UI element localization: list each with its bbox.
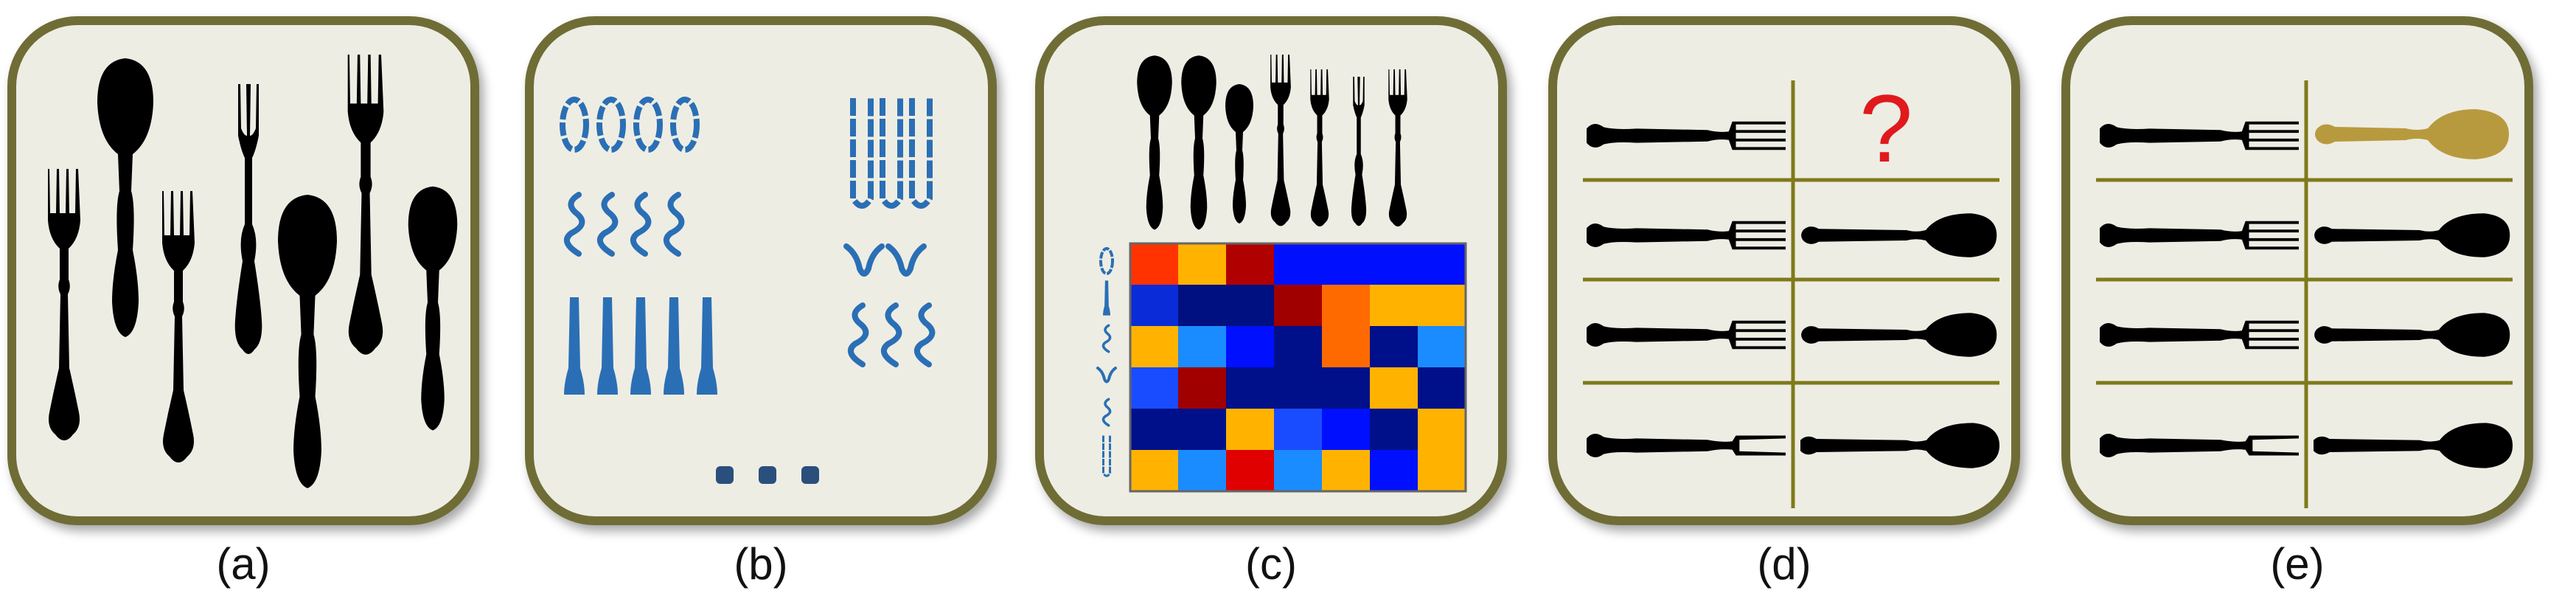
caption-a: (a) — [216, 539, 271, 589]
heatmap-cell — [1178, 409, 1227, 451]
panel-d: ? — [1548, 16, 2020, 525]
caption-c: (c) — [1245, 539, 1297, 589]
spoon-silhouette — [2314, 313, 2510, 357]
carving-fork-silhouette — [234, 84, 262, 354]
ellipsis-dots — [716, 466, 819, 484]
panel-a — [7, 16, 479, 525]
fork-silhouette — [2100, 221, 2299, 250]
heatmap-cell — [1418, 243, 1466, 285]
carving-fork-silhouette — [2100, 434, 2299, 457]
analogy-grid — [1583, 80, 1999, 508]
heatmap-cell — [1418, 450, 1466, 492]
heatmap-cell — [1178, 243, 1227, 285]
heatmap-cell — [1370, 367, 1418, 409]
heatmap-cell — [1322, 243, 1371, 285]
heatmap-cell — [1274, 285, 1323, 327]
heatmap-cell — [1418, 367, 1466, 409]
spoon-silhouette — [97, 58, 153, 337]
spoon-silhouette — [1801, 313, 1997, 357]
heatmap-cell — [1322, 326, 1371, 368]
heatmap-cell — [1418, 285, 1466, 327]
fork-silhouette — [1587, 121, 1786, 150]
heatmap-cell — [1130, 326, 1179, 368]
heatmap-cell — [1130, 409, 1179, 451]
heatmap-cell — [1370, 326, 1418, 368]
fork-silhouette — [48, 169, 80, 440]
cutlery-row — [1137, 55, 1407, 230]
panel-c — [1035, 16, 1507, 525]
panel-e — [2061, 16, 2533, 525]
spoon-silhouette — [1800, 423, 1999, 468]
spoon-silhouette — [278, 195, 337, 488]
heatmap-cell — [1226, 285, 1275, 327]
squiggle-parts — [567, 195, 681, 254]
heatmap-cell — [1226, 367, 1275, 409]
heatmap-cell — [1178, 367, 1227, 409]
cutlery-row-and-heatmap — [1096, 55, 1467, 493]
ring-parts — [563, 100, 697, 150]
heatmap-cell — [1130, 285, 1179, 327]
heatmap — [1130, 243, 1466, 492]
part-legend — [1096, 247, 1117, 478]
v-parts — [846, 246, 924, 274]
grid-lines — [2096, 80, 2513, 508]
fork-silhouette — [1587, 320, 1786, 350]
heatmap-cell — [1274, 450, 1323, 492]
heatmap-cell — [1130, 367, 1179, 409]
heatmap-cell — [1226, 409, 1275, 451]
heatmap-cell — [1130, 450, 1179, 492]
heatmap-cell — [1274, 367, 1323, 409]
spoon-silhouette — [2314, 423, 2513, 468]
blue-parts — [534, 25, 988, 395]
heatmap-cell — [1322, 450, 1371, 492]
heatmap-cell — [1130, 243, 1179, 285]
heatmap-cell — [1274, 243, 1323, 285]
heatmap-cell — [1322, 367, 1371, 409]
panel-b — [525, 16, 997, 525]
fork-silhouette — [1587, 221, 1786, 250]
wave-parts — [851, 305, 932, 364]
grid-lines — [1583, 80, 1999, 508]
heatmap-cell — [1418, 326, 1466, 368]
carving-fork-silhouette — [1587, 434, 1786, 457]
heatmap-cell — [1178, 285, 1227, 327]
fork-silhouette — [162, 191, 195, 462]
fork-silhouette — [2100, 320, 2299, 350]
heatmap-frame — [1129, 242, 1467, 493]
spoon-silhouette — [2314, 213, 2510, 257]
heatmap-cell — [1370, 450, 1418, 492]
heatmap-cell — [1370, 285, 1418, 327]
cutlery-silhouettes — [48, 55, 458, 488]
heatmap-cell — [1322, 409, 1371, 451]
heatmap-cell — [1274, 409, 1323, 451]
analogy-grid-solved — [2096, 80, 2513, 508]
caption-e: (e) — [2270, 539, 2325, 589]
fork-silhouette — [2100, 121, 2299, 150]
heatmap-cell — [1178, 326, 1227, 368]
uloop-parts — [853, 98, 930, 206]
spoon-silhouette — [1801, 213, 1997, 257]
heatmap-cell — [1226, 243, 1275, 285]
heatmap-cell — [1226, 450, 1275, 492]
spoon-silhouette — [408, 186, 458, 431]
question-mark: ? — [1859, 74, 1913, 182]
heatmap-cell — [1370, 243, 1418, 285]
heatmap-cell — [1418, 409, 1466, 451]
heatmap-cell — [1322, 285, 1371, 327]
heatmap-cell — [1226, 326, 1275, 368]
fork-silhouette — [347, 55, 384, 355]
heatmap-cell — [1178, 450, 1227, 492]
caption-d: (d) — [1757, 539, 1811, 589]
gold-spoon-answer — [2315, 109, 2509, 159]
handle-parts — [564, 297, 717, 395]
heatmap-cell — [1274, 326, 1323, 368]
caption-b: (b) — [734, 539, 788, 589]
heatmap-cell — [1370, 409, 1418, 451]
